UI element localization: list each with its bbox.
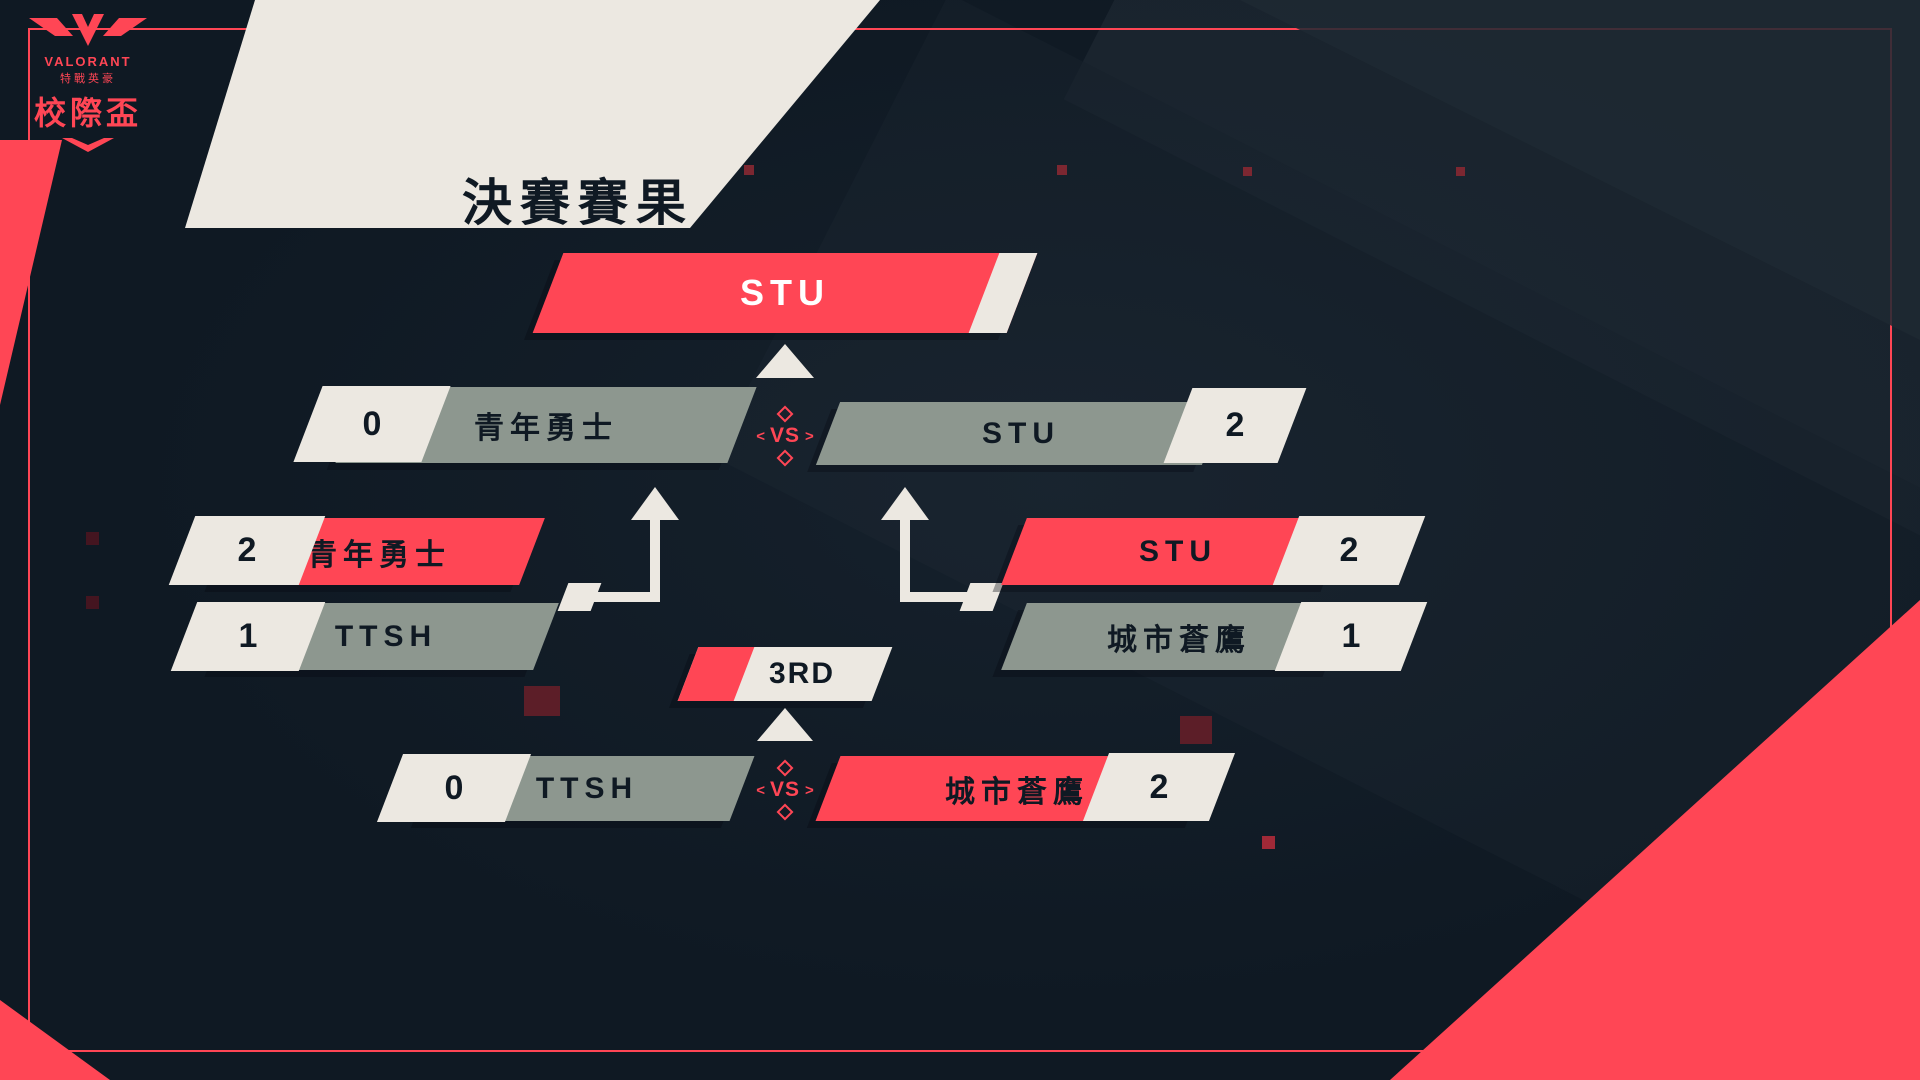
left-connector-vline	[650, 518, 660, 602]
semifinal-left-winner-score-chip: 2	[168, 516, 326, 585]
final-right-banner: STU	[815, 402, 1227, 465]
semifinal-left-loser-score: 1	[238, 617, 258, 655]
third-place-label: 3RD	[768, 657, 835, 690]
semifinal-right-loser-score-chip: 1	[1274, 602, 1428, 671]
vs-ornament-top-icon	[776, 759, 794, 777]
third-vs-badge: < VS >	[748, 752, 822, 828]
third-right-score-chip: 2	[1082, 753, 1236, 821]
vs-left-angle-icon: <	[756, 781, 765, 799]
decor-square	[744, 165, 754, 175]
decor-square	[1456, 167, 1465, 176]
third-left-score: 0	[444, 768, 464, 807]
decor-square	[1262, 836, 1275, 849]
third-right-score: 2	[1149, 767, 1169, 806]
final-left-team: 青年勇士	[474, 412, 618, 445]
logo-crown-icon	[62, 138, 114, 152]
red-frame-border	[28, 28, 1892, 1052]
semifinal-right-winner-team: STU	[1139, 534, 1217, 568]
decor-square	[86, 596, 99, 609]
page-title: 決賽賽果	[462, 175, 694, 231]
semifinal-left-loser-team: TTSH	[334, 619, 438, 653]
final-right-score-chip: 2	[1163, 388, 1307, 463]
decor-square	[1243, 167, 1252, 176]
final-vs-label: VS	[769, 424, 800, 447]
semifinal-left-winner-team: 青年勇士	[307, 538, 451, 572]
decor-square	[524, 686, 560, 716]
vs-right-angle-icon: >	[805, 427, 814, 445]
third-left-score-chip: 0	[376, 754, 532, 822]
vs-ornament-bottom-icon	[776, 449, 794, 467]
champion-banner: STU	[532, 253, 1038, 333]
right-connector-vline	[900, 518, 910, 602]
semifinal-left-loser-banner: TTSH	[213, 603, 559, 670]
third-right-team: 城市蒼鷹	[945, 775, 1089, 809]
logo-event-text: 校際盃	[33, 95, 142, 131]
right-connector-hline	[900, 592, 972, 602]
third-place-label-banner: 3RD	[677, 647, 893, 701]
decor-square	[86, 532, 99, 545]
vs-ornament-top-icon	[776, 405, 794, 423]
vs-left-angle-icon: <	[756, 427, 765, 445]
semifinal-right-loser-score: 1	[1341, 617, 1361, 655]
final-left-score-chip: 0	[293, 386, 451, 462]
semifinal-right-winner-score: 2	[1339, 531, 1359, 569]
logo-tagline-text: 特戰英豪	[60, 73, 116, 85]
final-vs-badge: < VS >	[748, 398, 822, 474]
semifinal-right-loser-team: 城市蒼鷹	[1107, 623, 1251, 657]
final-right-score: 2	[1225, 406, 1245, 444]
valorant-emblem-icon	[29, 14, 147, 46]
left-connector-hline	[588, 592, 660, 602]
semifinal-left-winner-banner: 青年勇士	[213, 518, 545, 585]
third-left-banner: TTSH	[419, 756, 755, 821]
semifinal-left-winner-score: 2	[237, 531, 257, 569]
final-right-team: STU	[982, 416, 1060, 450]
third-right-banner: 城市蒼鷹	[815, 756, 1219, 821]
champion-team: STU	[740, 272, 830, 313]
decor-square	[1057, 165, 1067, 175]
semifinal-right-winner-banner: STU	[1001, 518, 1355, 585]
logo-brand-text: VALORANT	[44, 54, 132, 69]
decor-square	[1180, 716, 1212, 744]
right-connector-arrow	[881, 487, 929, 520]
semifinal-left-loser-score-chip: 1	[170, 602, 326, 671]
third-left-team: TTSH	[535, 771, 639, 805]
third-place-up-arrow	[757, 708, 813, 741]
vs-right-angle-icon: >	[805, 781, 814, 799]
final-left-score: 0	[362, 404, 382, 443]
final-up-arrow	[756, 344, 814, 378]
third-vs-label: VS	[769, 778, 800, 801]
left-connector-arrow	[631, 487, 679, 520]
final-left-banner: 青年勇士	[335, 387, 757, 463]
semifinal-right-winner-score-chip: 2	[1272, 516, 1426, 585]
semifinal-right-loser-banner: 城市蒼鷹	[1001, 603, 1357, 670]
vs-ornament-bottom-icon	[776, 803, 794, 821]
valorant-logo: VALORANT 特戰英豪 校際盃	[12, 8, 164, 154]
